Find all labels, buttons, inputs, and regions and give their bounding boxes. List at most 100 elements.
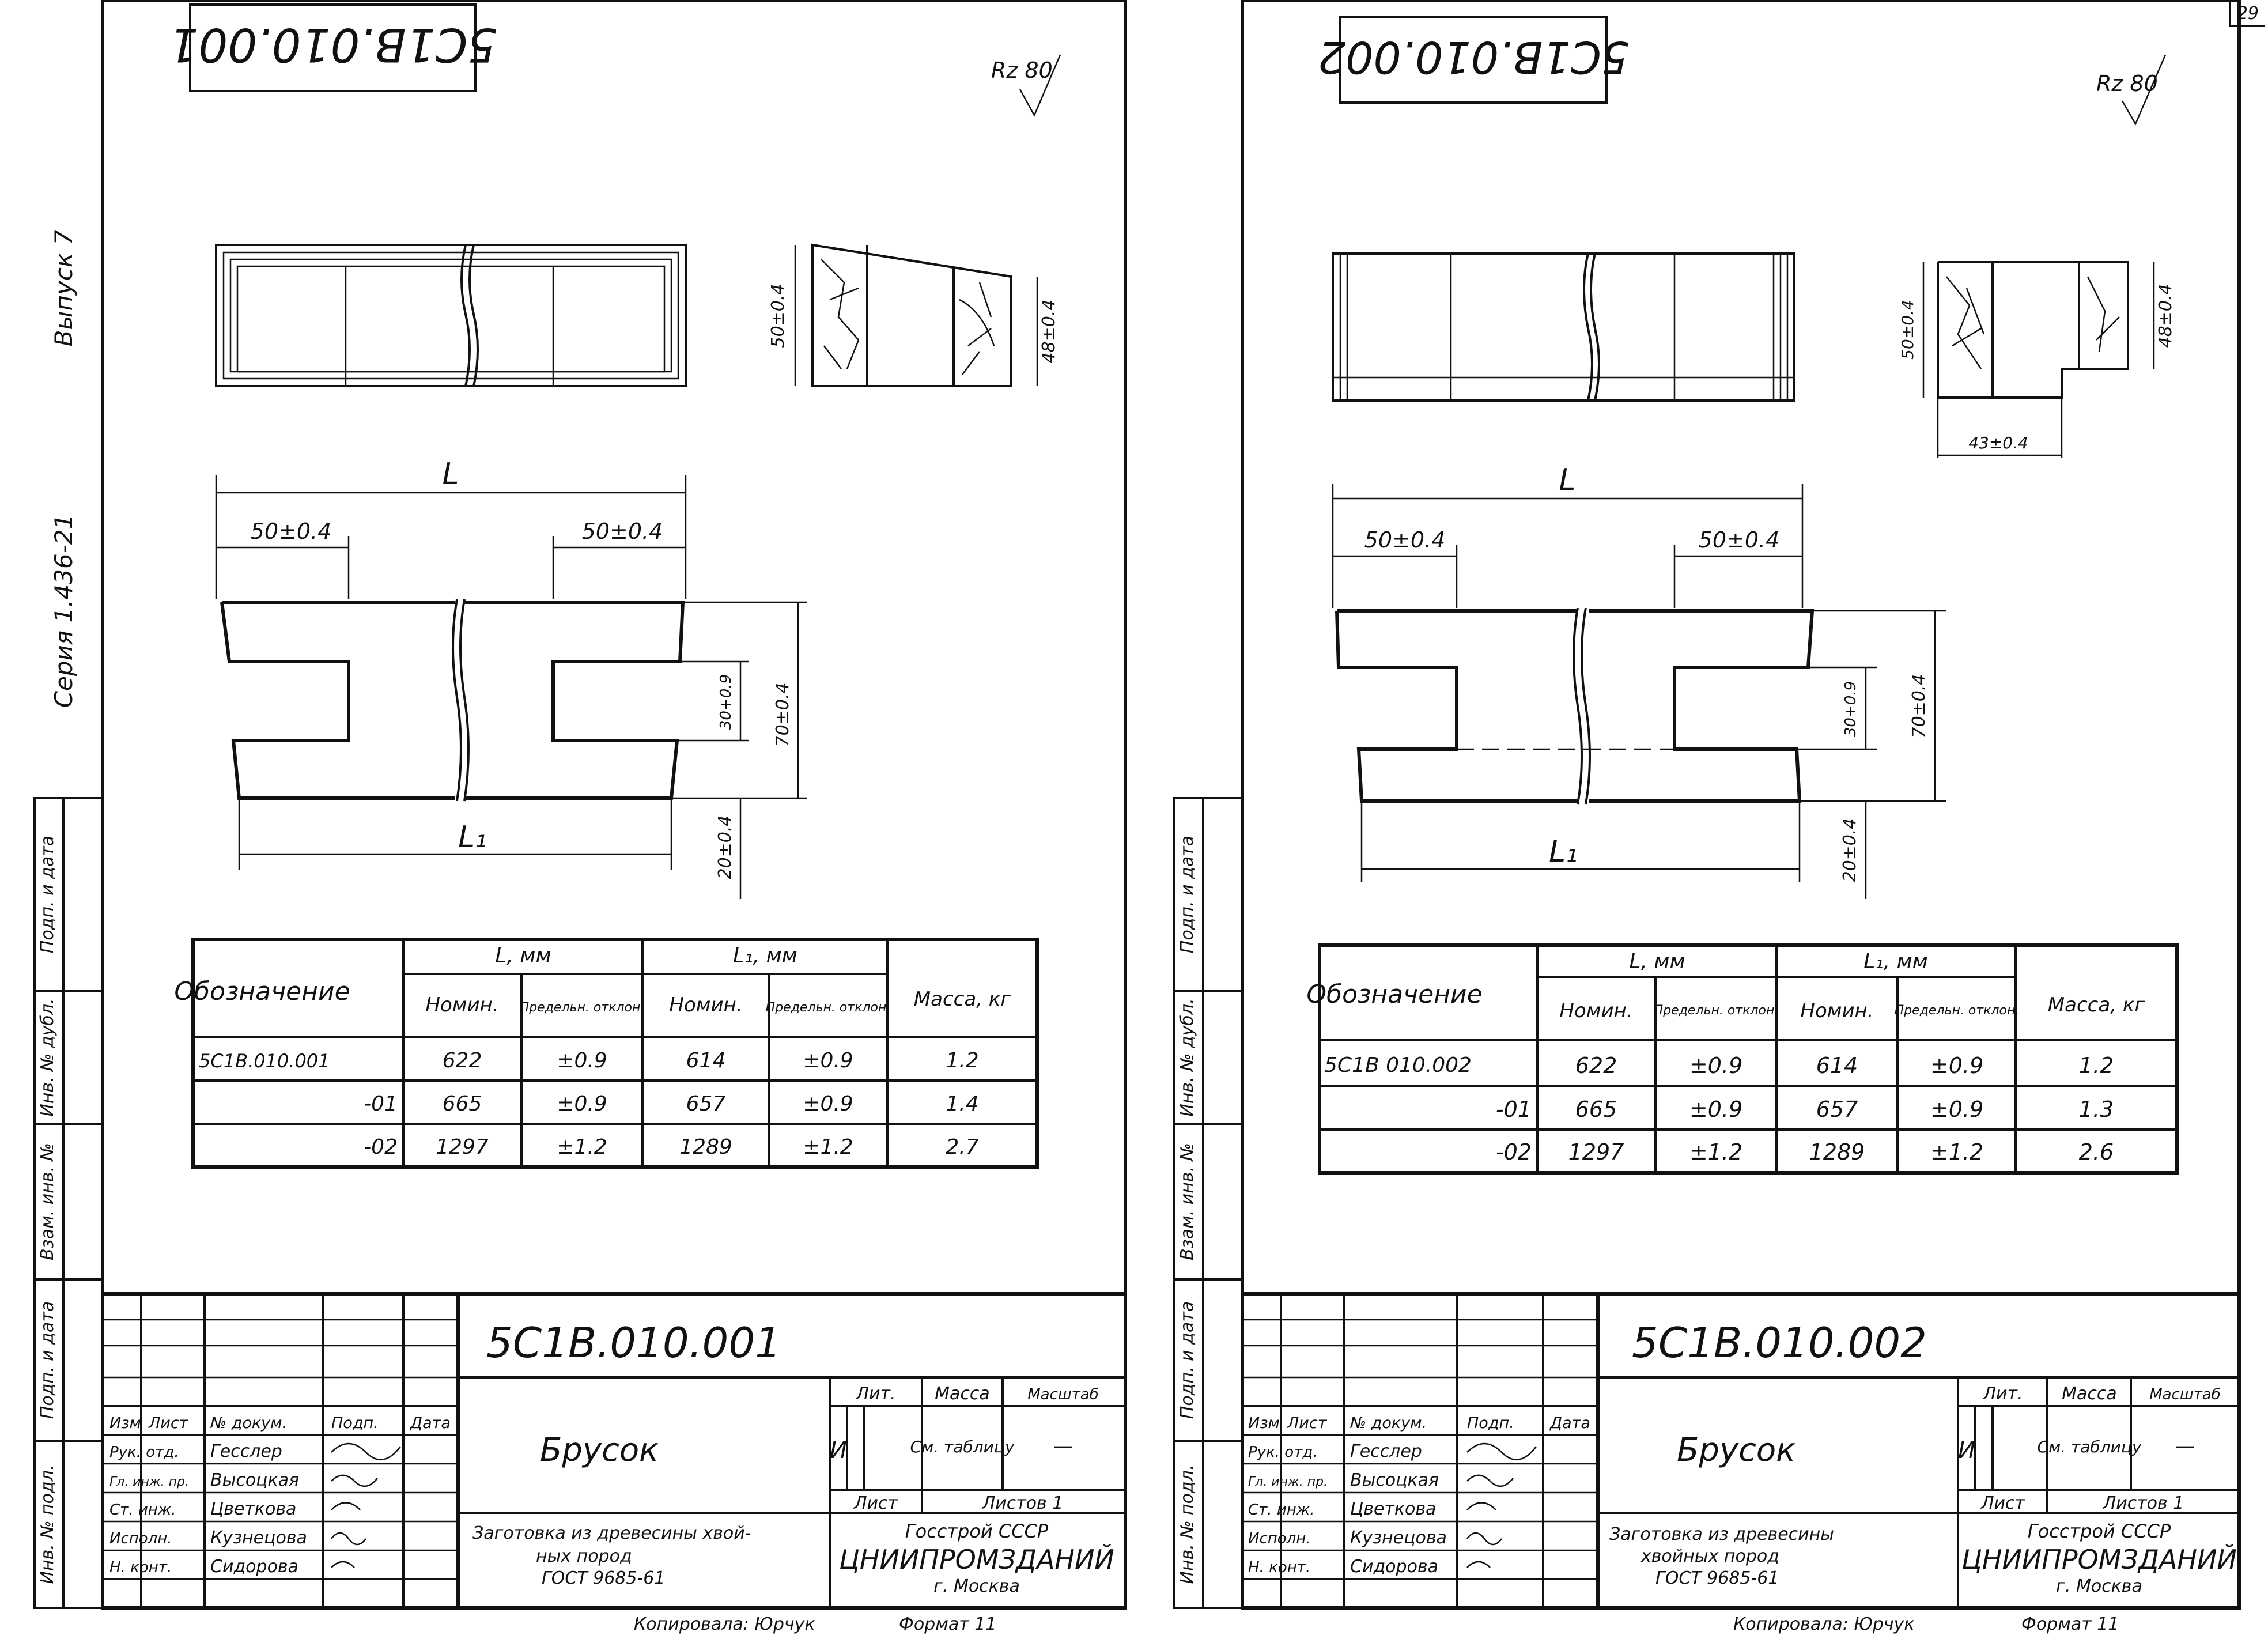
sheet-1-table-group-L: L, мм <box>495 944 551 968</box>
table-cell: ±0.9 <box>1930 1097 1983 1122</box>
tb-person: Высоцкая <box>210 1470 299 1490</box>
table-cell: 1297 <box>1568 1139 1624 1165</box>
table-cell: -02 <box>1496 1139 1532 1165</box>
sheet-1-copied: Копировала: Юрчук <box>634 1614 815 1634</box>
sheet-1-stamp-label-5: Инв. № подл. <box>37 1465 58 1584</box>
sheet-2-roughness: Rz 80 <box>2096 71 2158 96</box>
sheet-2-svg: 5С1В.010.002 Rz 80 Подп. и дата Инв. № д… <box>1173 0 2241 1634</box>
sheet-2-table-group-L: L, мм <box>1629 950 1685 973</box>
sheet-1-table-group-L1: L₁, мм <box>733 944 797 968</box>
sheet-1-tb-material-2: ных пород <box>536 1546 632 1566</box>
sheet-2-dim-h30: 30+0.9 <box>1842 681 1859 737</box>
table-cell: ±0.9 <box>1689 1053 1742 1078</box>
tb-person: Сидорова <box>210 1557 298 1577</box>
sheet-2-stamp-label-4: Подп. и дата <box>1177 1301 1197 1419</box>
tb-role: Н. конт. <box>109 1559 172 1576</box>
sheet-2-dim-side48: 48±0.4 <box>2156 284 2176 348</box>
sheet-2-dim-side43: 43±0.4 <box>1968 433 2028 452</box>
sheet-1-table-col-mass: Масса, кг <box>914 988 1012 1011</box>
table-cell: 665 <box>443 1092 482 1116</box>
tb-person: Кузнецова <box>210 1528 307 1548</box>
table-cell: ±0.9 <box>557 1092 607 1116</box>
sheet-1-title-block: Изм Лист № докум. Подп. Дата Рук. отд. Г… <box>103 1292 1125 1608</box>
sheet-2-tb-sheet-label: Лист <box>1980 1493 2026 1513</box>
drawing-sheet-2: 5С1В.010.002 Rz 80 Подп. и дата Инв. № д… <box>1134 0 2268 1637</box>
sheet-2-format: Формат 11 <box>2021 1614 2119 1634</box>
sheet-2-tb-scale-value: — <box>2175 1434 2195 1457</box>
table-cell: -02 <box>364 1135 398 1159</box>
sheet-2-top-view <box>1332 252 1795 402</box>
sheet-1-end-view: 50±0.4 48±0.4 <box>768 243 1059 387</box>
table-cell: 665 <box>1575 1097 1617 1122</box>
sheet-1-table-header-designation: Обозначение <box>174 977 350 1006</box>
table-cell: 1.2 <box>946 1049 978 1072</box>
sheet-1-tb-lit-label: Лит. <box>855 1384 895 1404</box>
table-cell: 657 <box>686 1092 726 1116</box>
sheet-1-tb-sheet-label: Лист <box>853 1493 899 1513</box>
sheet-1-side-label-2: Серия 1.436-21 <box>50 514 78 708</box>
sheet-2-table: Обозначение L, мм L₁, мм Номин. Предельн… <box>1306 943 2179 1175</box>
tb-head-doc: № докум. <box>1349 1414 1427 1432</box>
sheet-2-code-box <box>1339 16 1608 104</box>
sheet-2-tb-org-3: г. Москва <box>2056 1576 2142 1596</box>
sheet-1-table: Обозначение L, мм L₁, мм Номин. Предельн… <box>174 938 1039 1169</box>
table-row: -02 1297 ±1.2 1289 ±1.2 2.6 <box>1496 1139 2114 1165</box>
sheet-2-dim-w2: 50±0.4 <box>1699 527 1780 553</box>
tb-role: Рук. отд. <box>1248 1444 1318 1461</box>
sheet-1-svg: 5С1В.010.001 Rz 80 Выпуск 7 Серия 1.436-… <box>33 0 1127 1634</box>
tb-person: Цветкова <box>210 1499 296 1519</box>
sheet-2-code-rotated: 5С1В.010.002 <box>1318 32 1629 83</box>
sheet-2-table-col-dev: Предельн. отклон. <box>1654 1003 1779 1018</box>
sheet-1-tb-org-1: Госстрой СССР <box>905 1520 1049 1542</box>
tb-head-izm: Изм <box>109 1414 141 1432</box>
sheet-2-table-group-L1: L₁, мм <box>1863 950 1928 973</box>
table-cell: 2.7 <box>946 1135 978 1159</box>
sheet-2-dim-w1: 50±0.4 <box>1364 527 1446 553</box>
tb-role: Рук. отд. <box>109 1444 179 1461</box>
sheet-1-dim-h30: 30+0.9 <box>717 674 735 730</box>
tb-person: Сидорова <box>1350 1557 1438 1577</box>
table-cell: 622 <box>1575 1053 1617 1078</box>
table-cell: -01 <box>1496 1097 1532 1122</box>
sheet-1-stamp-label-3: Взам. инв. № <box>37 1143 58 1260</box>
table-cell: 622 <box>443 1049 482 1072</box>
sheet-1-stamp-label-4: Подп. и дата <box>37 1301 58 1419</box>
sheet-1-stamp-label-2: Инв. № дубл. <box>37 998 58 1116</box>
table-cell: 614 <box>1816 1053 1858 1078</box>
sheet-1-stamp-label-1: Подп. и дата <box>37 836 58 953</box>
table-cell: 1.3 <box>2079 1097 2114 1122</box>
sheet-2-tb-sheets-label: Листов 1 <box>2103 1493 2184 1513</box>
sheet-1-dim-side48: 48±0.4 <box>1039 299 1059 363</box>
table-cell: 5С1В.010.001 <box>199 1050 330 1072</box>
sheet-2-stamp-label-1: Подп. и дата <box>1177 836 1197 953</box>
sheet-2-dim-side50: 50±0.4 <box>1898 300 1917 360</box>
sheet-1-dim-w1: 50±0.4 <box>251 519 332 544</box>
sheet-2-dim-h20: 20±0.4 <box>1840 818 1860 882</box>
sheet-2-tb-mass-value: См. таблицу <box>2038 1437 2142 1456</box>
table-cell: 2.6 <box>2079 1139 2114 1165</box>
table-cell: 1289 <box>679 1135 732 1159</box>
tb-role: Исполн. <box>109 1530 172 1547</box>
sheet-1-tb-code: 5С1В.010.001 <box>486 1319 781 1367</box>
tb-role: Гл. инж. пр. <box>1248 1475 1328 1489</box>
table-cell: ±0.9 <box>1930 1053 1983 1078</box>
sheet-2-profile-view: L 50±0.4 50±0.4 L₁ 30+0.9 70±0.4 20±0.4 <box>1332 463 1946 899</box>
sheet-1-tb-material-3: ГОСТ 9685-61 <box>542 1568 665 1588</box>
table-cell: 657 <box>1816 1097 1858 1122</box>
sheet-2-table-header-designation: Обозначение <box>1306 980 1482 1009</box>
tb-person: Цветкова <box>1350 1499 1436 1519</box>
sheet-1-dim-h20: 20±0.4 <box>715 815 735 879</box>
tb-role: Гл. инж. пр. <box>109 1475 189 1489</box>
sheet-1-roughness-symbol <box>1019 54 1061 117</box>
table-cell: 1289 <box>1809 1139 1865 1165</box>
sheet-2-tb-lit-value: И <box>1958 1437 1975 1464</box>
sheet-1-tb-sheets-label: Листов 1 <box>982 1493 1064 1513</box>
sheet-2-tb-org-2: ЦНИИПРОМЗДАНИЙ <box>1961 1544 2237 1575</box>
tb-person: Высоцкая <box>1350 1470 1439 1490</box>
sheet-1-tb-name: Брусок <box>540 1432 659 1469</box>
table-row: 5С1В.010.001 622 ±0.9 614 ±0.9 1.2 <box>199 1049 979 1072</box>
sheet-1-tb-mass-value: См. таблицу <box>910 1437 1015 1456</box>
sheet-1-tb-scale-value: — <box>1053 1434 1073 1457</box>
tb-head-sign: Подп. <box>1467 1414 1514 1432</box>
sheet-2-dim-L1: L₁ <box>1549 834 1578 869</box>
